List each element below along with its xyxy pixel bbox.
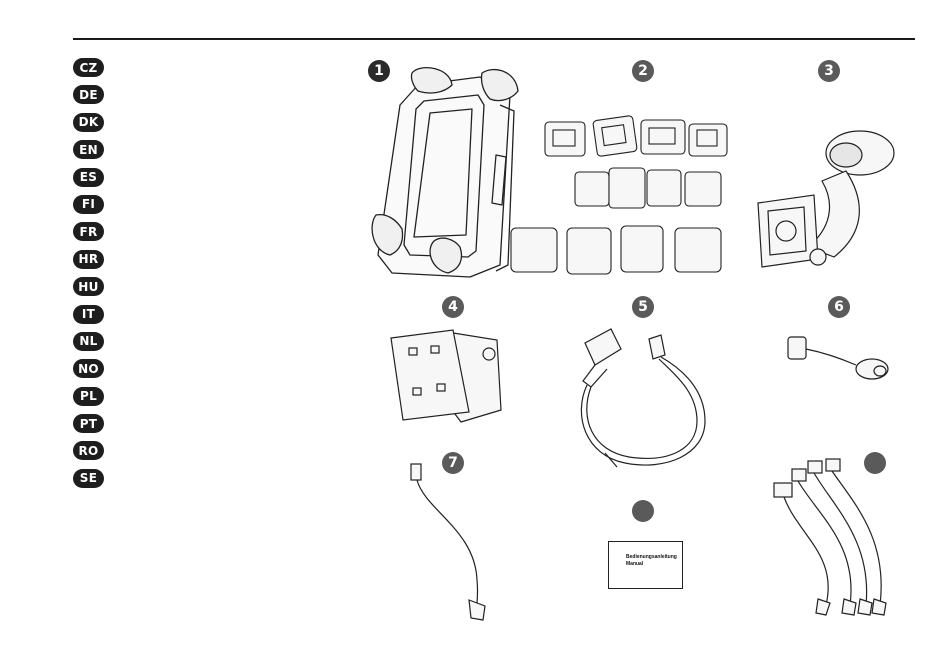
suction-mount-icon <box>738 125 918 285</box>
language-badge-fr[interactable]: FR <box>73 222 104 241</box>
adhesive-plates-icon <box>385 322 515 427</box>
language-list: CZ DE DK EN ES FI FR HR HU IT NL NO PL P… <box>73 58 104 496</box>
adapter-cable-icon <box>776 325 896 385</box>
item-number-6: 6 <box>828 296 850 318</box>
language-badge-de[interactable]: DE <box>73 85 104 104</box>
language-badge-pt[interactable]: PT <box>73 414 104 433</box>
language-badge-nl[interactable]: NL <box>73 332 104 351</box>
adapter-clips-icon <box>505 112 735 292</box>
item-number-4: 4 <box>442 296 464 318</box>
language-badge-hu[interactable]: HU <box>73 277 104 296</box>
language-badge-dk[interactable]: DK <box>73 113 104 132</box>
language-badge-en[interactable]: EN <box>73 140 104 159</box>
connector-cable-icon <box>405 460 495 625</box>
multi-connector-cables-icon <box>768 455 913 625</box>
language-badge-fi[interactable]: FI <box>73 195 104 214</box>
header-rule <box>73 38 915 40</box>
language-badge-se[interactable]: SE <box>73 469 104 488</box>
item-number-8 <box>632 500 654 522</box>
car-charger-cable-icon <box>565 325 720 490</box>
language-badge-es[interactable]: ES <box>73 168 104 187</box>
language-badge-ro[interactable]: RO <box>73 441 104 460</box>
item-number-3: 3 <box>818 60 840 82</box>
manual-subtitle: Manual <box>626 561 643 567</box>
item-number-2: 2 <box>632 60 654 82</box>
language-badge-cz[interactable]: CZ <box>73 58 104 77</box>
language-badge-pl[interactable]: PL <box>73 387 104 406</box>
manual-title: Bedienungsanleitung <box>626 554 677 560</box>
language-badge-hr[interactable]: HR <box>73 250 104 269</box>
item-number-5: 5 <box>632 296 654 318</box>
language-badge-no[interactable]: NO <box>73 359 104 378</box>
language-badge-it[interactable]: IT <box>73 305 104 324</box>
user-manual: Bedienungsanleitung Manual <box>608 541 683 589</box>
